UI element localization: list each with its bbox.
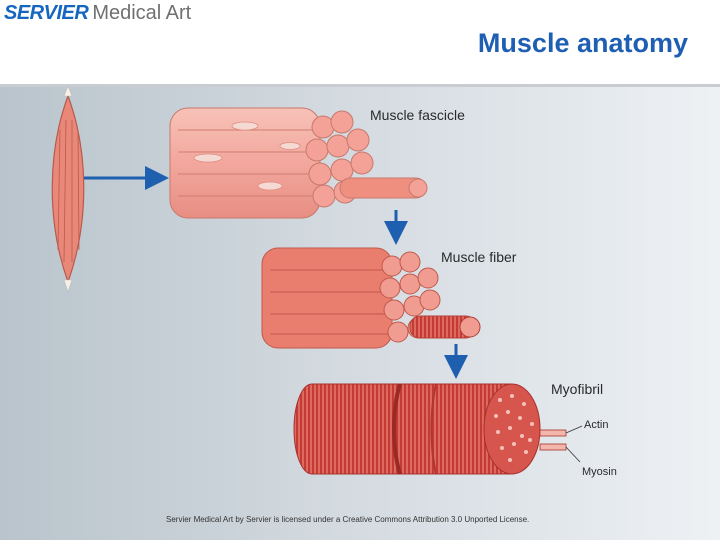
label-actin: Actin bbox=[584, 419, 609, 431]
header-divider bbox=[0, 84, 720, 87]
label-myofibril: Myofibril bbox=[551, 381, 604, 397]
myosin-leader-line bbox=[565, 446, 581, 463]
myofibril-illustration bbox=[293, 383, 583, 475]
brand-rest: Medical Art bbox=[92, 2, 192, 24]
whole-muscle bbox=[51, 85, 85, 293]
license-credit: Servier Medical Art by Servier is licens… bbox=[166, 515, 530, 524]
muscle-fiber-illustration bbox=[261, 247, 481, 349]
brand-bold: SERVIER bbox=[4, 2, 89, 24]
label-muscle-fiber: Muscle fiber bbox=[441, 249, 517, 265]
actin-leader-line bbox=[565, 425, 583, 434]
label-muscle-fascicle: Muscle fascicle bbox=[370, 107, 465, 123]
page-title: Muscle anatomy bbox=[477, 28, 688, 58]
muscle-fascicle-illustration bbox=[169, 107, 428, 219]
label-myosin: Myosin bbox=[582, 466, 617, 478]
